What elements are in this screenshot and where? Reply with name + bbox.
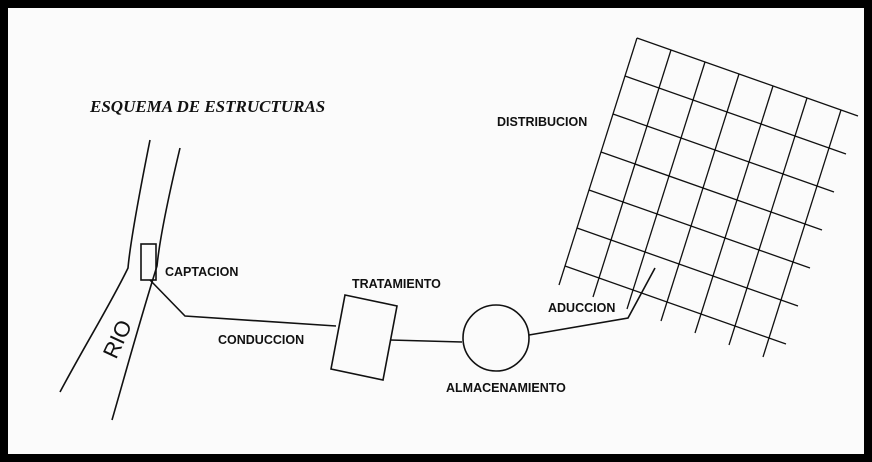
conduccion-label: CONDUCCION — [218, 333, 304, 347]
distribucion-street-row — [576, 227, 799, 307]
river-right-bank — [111, 147, 181, 421]
distribucion-street-column — [694, 85, 774, 334]
distribucion-street-column — [660, 73, 740, 322]
tratamiento-label: TRATAMIENTO — [352, 277, 441, 291]
diagram-title: ESQUEMA DE ESTRUCTURAS — [89, 97, 325, 116]
distribucion-network — [558, 37, 859, 358]
almacenamiento-tank — [462, 304, 530, 372]
distribucion-street-row — [624, 75, 847, 155]
captacion-structure — [140, 243, 157, 281]
distribucion-street-row — [588, 189, 811, 269]
distribucion-street-column — [592, 49, 672, 298]
conduccion-pipe — [149, 279, 337, 327]
distribucion-street-row — [612, 113, 835, 193]
almacenamiento-label: ALMACENAMIENTO — [446, 381, 566, 395]
distribucion-street-column — [762, 109, 842, 358]
aduccion-pipe — [528, 267, 656, 336]
captacion-label: CAPTACION — [165, 265, 238, 279]
distribucion-street-column — [558, 37, 638, 286]
distribucion-street-row — [600, 151, 823, 231]
distribucion-street-row — [636, 37, 859, 117]
distribucion-street-row — [564, 265, 787, 345]
tratamiento-structure — [330, 294, 398, 381]
distribucion-street-column — [626, 61, 706, 310]
river-left-bank — [59, 139, 151, 393]
pipe-to-almacenamiento — [389, 339, 463, 343]
distribucion-street-column — [728, 97, 808, 346]
distribucion-label: DISTRIBUCION — [497, 115, 587, 129]
aduccion-label: ADUCCION — [548, 301, 615, 315]
